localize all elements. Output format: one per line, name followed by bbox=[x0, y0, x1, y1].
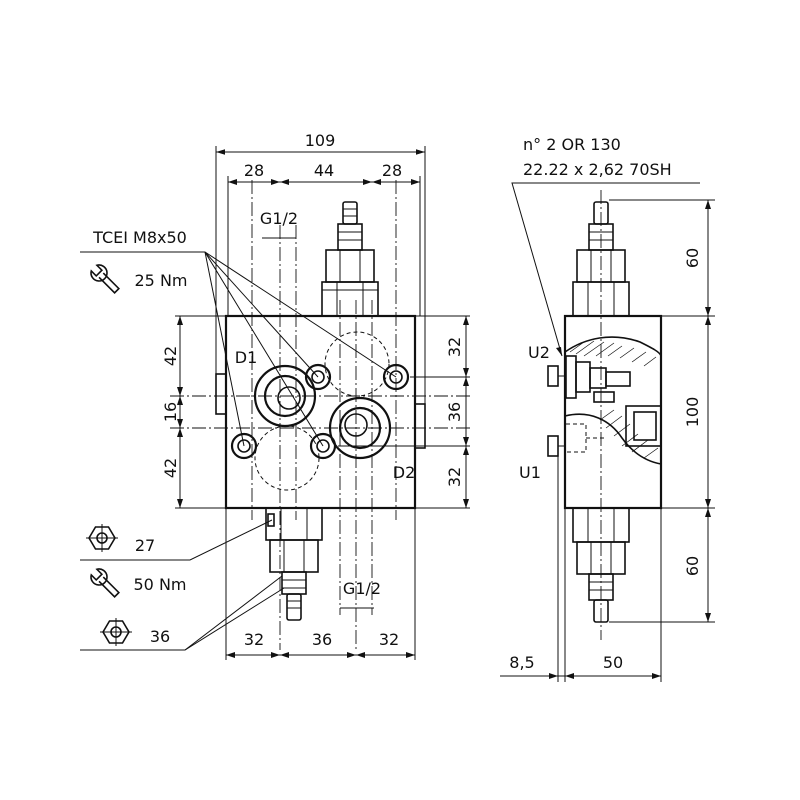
top-cartridge bbox=[321, 201, 379, 317]
dim-side-top: 60 bbox=[683, 248, 702, 268]
hex-27: 27 bbox=[135, 536, 155, 555]
port-label-u1: U1 bbox=[519, 463, 541, 482]
front-view bbox=[80, 146, 470, 660]
port-label-d2: D2 bbox=[393, 463, 416, 482]
hex-36: 36 bbox=[150, 627, 170, 646]
dim-side-offset: 8,5 bbox=[509, 653, 534, 672]
wrench-icon bbox=[90, 568, 120, 598]
torque-bottom: 50 Nm bbox=[134, 575, 187, 594]
hex-nut-icon bbox=[86, 524, 118, 552]
screw-note: TCEI M8x50 bbox=[92, 228, 187, 247]
dim-right-mid: 36 bbox=[445, 402, 464, 422]
dim-left-bottom: 42 bbox=[161, 458, 180, 478]
dim-overall-width: 109 bbox=[305, 131, 336, 150]
dim-left-mid: 16 bbox=[161, 402, 180, 422]
dim-port-g-top: G1/2 bbox=[260, 209, 298, 228]
dim-left-top: 42 bbox=[161, 346, 180, 366]
dim-side-bottom: 60 bbox=[683, 556, 702, 576]
dim-bottom-mid: 36 bbox=[312, 630, 332, 649]
dim-side-width: 50 bbox=[603, 653, 623, 672]
dim-middle: 44 bbox=[314, 161, 334, 180]
dim-right-top: 32 bbox=[445, 337, 464, 357]
wrench-icon bbox=[90, 264, 120, 294]
dim-bottom-left: 32 bbox=[244, 630, 264, 649]
torque-top: 25 Nm bbox=[135, 271, 188, 290]
port-label-d1: D1 bbox=[235, 348, 258, 367]
dim-side-mid: 100 bbox=[683, 397, 702, 428]
dim-bottom-right: 32 bbox=[379, 630, 399, 649]
oring-note-line1: n° 2 OR 130 bbox=[523, 135, 621, 154]
section-hatching bbox=[569, 340, 659, 459]
oring-note-line2: 22.22 x 2,62 70SH bbox=[523, 160, 672, 179]
dim-right-offset: 28 bbox=[382, 161, 402, 180]
dim-left-offset: 28 bbox=[244, 161, 264, 180]
dim-right-bottom: 32 bbox=[445, 467, 464, 487]
dim-port-g-bottom: G1/2 bbox=[343, 579, 381, 598]
bottom-cartridge bbox=[265, 507, 323, 621]
port-label-u2: U2 bbox=[528, 343, 550, 362]
side-view bbox=[500, 182, 715, 682]
hex-nut-icon bbox=[100, 618, 132, 646]
